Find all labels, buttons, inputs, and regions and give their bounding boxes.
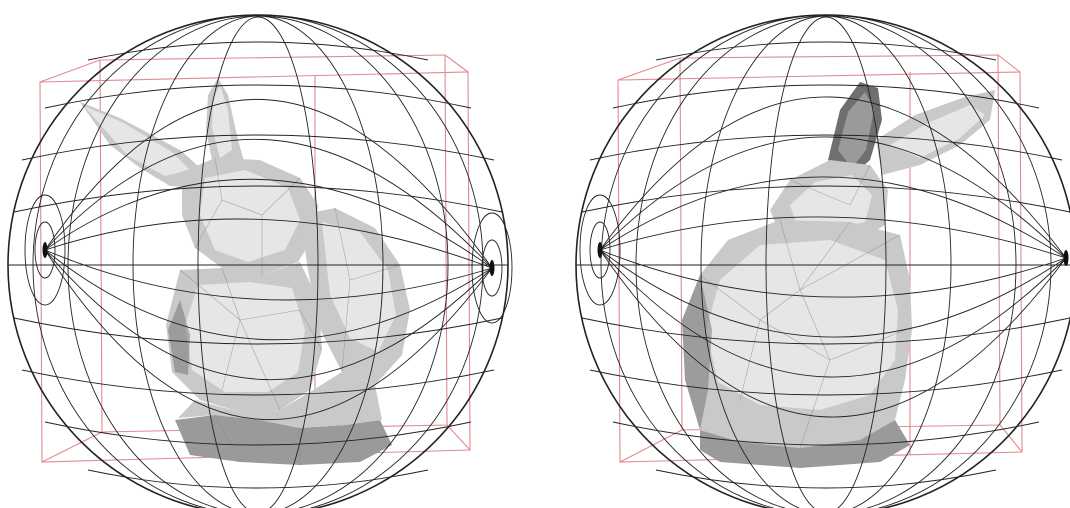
left-panel [7,14,513,508]
pole-marker [597,242,603,258]
bounding-box [617,54,1023,463]
pole-marker [42,242,48,258]
pole-marker [489,260,495,276]
wireframe-sphere [575,14,1070,508]
right-panel [575,14,1070,508]
pole-marker [1063,250,1069,266]
bunny-mesh [80,78,410,465]
wireframe-sphere [7,14,513,508]
bunny-mesh [682,82,995,468]
